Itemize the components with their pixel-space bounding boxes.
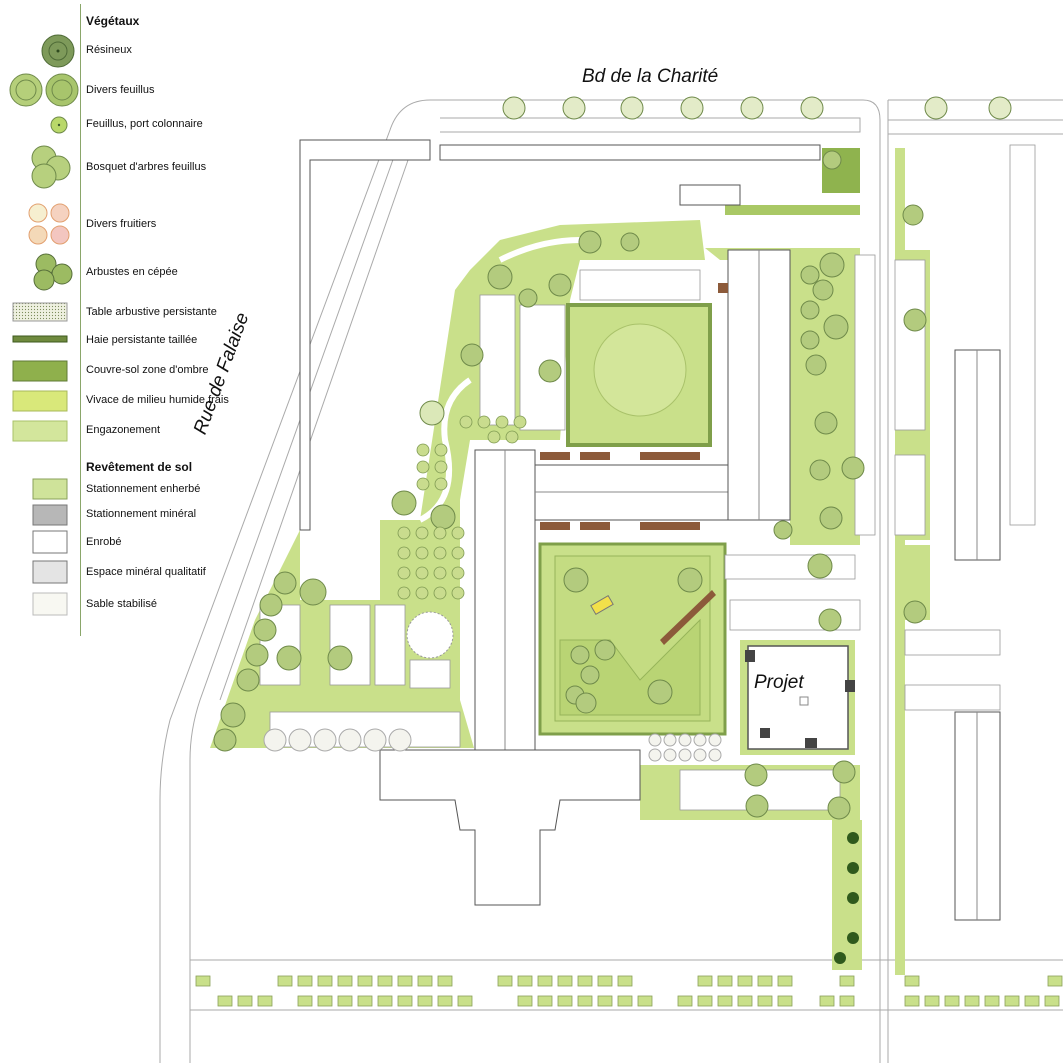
small-tree-rows [397, 415, 527, 600]
shrub-cluster-icon [33, 253, 73, 291]
map-legend: Végétaux Résineux Divers feuillus Feuill… [0, 0, 240, 640]
legend-item-espace-mineral: Espace minéral qualitatif [86, 566, 206, 578]
legend-item-bosquet: Bosquet d'arbres feuillus [86, 161, 207, 173]
footpaths [418, 237, 581, 523]
parking-stalls [259, 144, 1036, 811]
columnar-tree-icon [50, 116, 68, 134]
trees [213, 96, 1012, 820]
street-planters [195, 975, 1063, 1007]
evergreen-shrub-bed-icon [12, 302, 68, 322]
legend-item-vivace: Vivace de milieu humide.frais [86, 394, 229, 406]
lawn-icon [12, 420, 68, 442]
trimmed-hedge-icon [12, 335, 68, 343]
legend-item-enrobe: Enrobé [86, 536, 122, 548]
project-building [740, 640, 855, 755]
asphalt-icon [32, 530, 68, 554]
legend-vegetation-title: Végétaux [86, 14, 140, 28]
street-label-north: Bd de la Charité [582, 66, 719, 87]
shade-groundcover-icon [12, 360, 68, 382]
round-plaza [406, 611, 454, 659]
quality-mineral-icon [32, 560, 68, 584]
legend-item-divers-feuillus: Divers feuillus [86, 84, 155, 96]
legend-item-haie: Haie persistante taillée [86, 334, 198, 346]
conifer-tree-icon [41, 34, 75, 68]
legend-divider [80, 4, 81, 636]
round-tree-row [263, 728, 722, 762]
palm-plants [834, 832, 859, 964]
legend-item-stationnement-mineral: Stationnement minéral [86, 508, 197, 520]
grass-parking-icon [32, 478, 68, 500]
legend-item-resineux: Résineux [86, 44, 132, 56]
wet-perennial-icon [12, 390, 68, 412]
roof-bands [540, 283, 728, 645]
legend-item-stationnement-enherbe: Stationnement enherbé [86, 483, 201, 495]
yellow-bench [590, 594, 614, 616]
stabilized-sand-icon [32, 592, 68, 616]
legend-item-couvre-sol: Couvre-sol zone d'ombre [86, 364, 209, 376]
legend-item-engazonement: Engazonement [86, 424, 160, 436]
mineral-parking-icon [32, 504, 68, 526]
buildings [299, 139, 1001, 921]
legend-surface-title: Revêtement de sol [86, 460, 193, 474]
grove-icon [31, 145, 71, 189]
legend-item-sable: Sable stabilisé [86, 598, 157, 610]
legend-item-feuillus-colonnaire: Feuillus, port colonnaire [86, 118, 203, 130]
legend-item-arbustes: Arbustes en cépée [86, 266, 178, 278]
road-lines [159, 99, 1063, 1063]
legend-item-fruitiers: Divers fruitiers [86, 218, 157, 230]
legend-item-table-arbustive: Table arbustive persistante [86, 306, 217, 318]
deciduous-tree-icon [9, 73, 79, 107]
fruit-tree-icon [28, 203, 70, 245]
project-label: Projet [754, 672, 804, 693]
